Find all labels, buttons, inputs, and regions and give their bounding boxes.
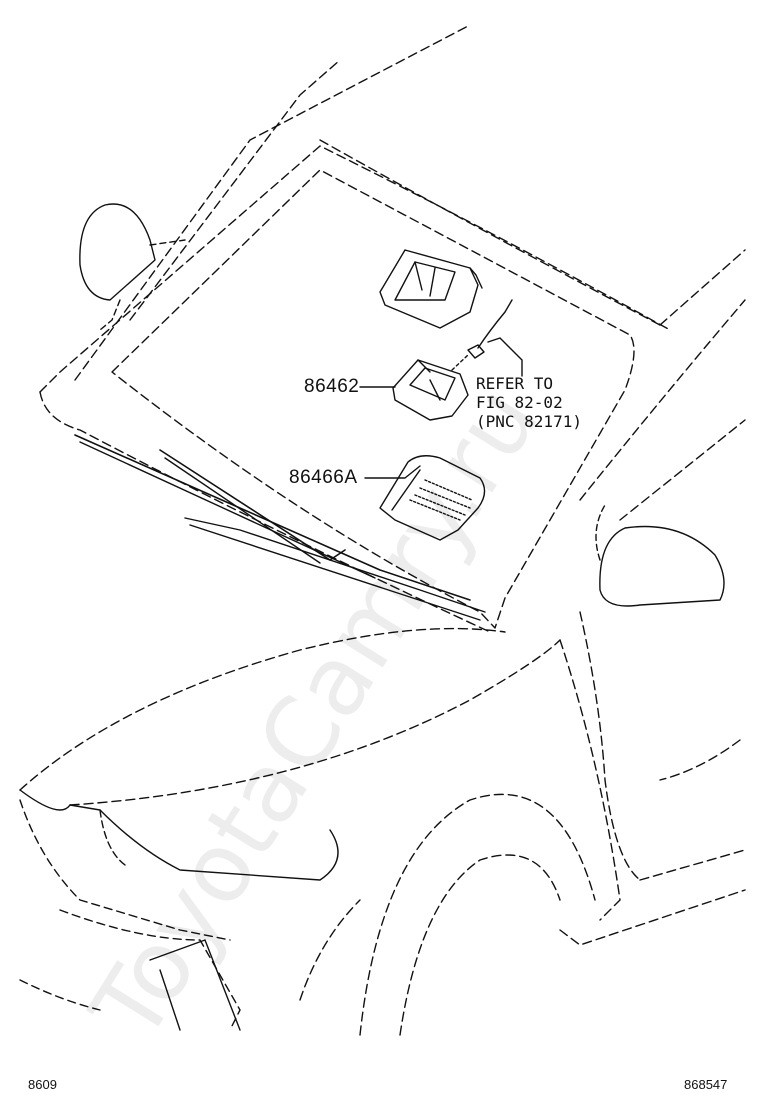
bracket-part-86462 bbox=[392, 359, 469, 421]
refer-note-line-1: REFER TO bbox=[476, 374, 554, 393]
footer-code-right: 868547 bbox=[684, 1077, 728, 1092]
headlight bbox=[19, 789, 339, 1031]
right-mirror bbox=[595, 504, 725, 607]
refer-note-line-3: (PNC 82171) bbox=[476, 412, 582, 431]
hood-outline bbox=[19, 299, 746, 921]
left-mirror bbox=[79, 203, 186, 331]
callout-86466A: 86466A bbox=[289, 467, 358, 488]
refer-note-line-2: FIG 82-02 bbox=[476, 393, 563, 412]
mirror-base-part bbox=[379, 249, 483, 329]
leader-lines bbox=[359, 337, 523, 479]
wheel-arch bbox=[299, 793, 746, 1036]
callout-86462: 86462 bbox=[304, 376, 360, 397]
connector-harness bbox=[451, 299, 513, 371]
footer-code-left: 8609 bbox=[28, 1077, 57, 1092]
wipers bbox=[74, 434, 486, 621]
cover-part-86466A bbox=[379, 455, 486, 541]
roof-outline bbox=[74, 24, 746, 381]
